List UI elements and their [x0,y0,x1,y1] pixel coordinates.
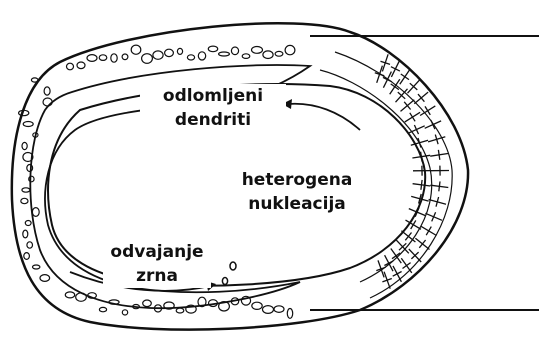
chill-grain [122,310,127,315]
dendrite-arm [419,240,425,248]
chill-grain [99,55,107,61]
chill-grain [263,51,273,59]
chill-grain [131,45,141,54]
chill-grain [165,49,174,56]
chill-grain [153,51,163,59]
chill-grain [99,307,106,311]
chill-grain [27,165,33,172]
chill-grain [231,47,238,55]
chill-grain [24,253,30,260]
detached-grains [222,262,236,285]
chill-grain [43,98,52,106]
chill-grain [31,78,38,82]
chill-grain [275,51,283,56]
chill-grain [274,306,284,313]
dendrite-arm [438,150,439,160]
chill-grain [187,55,194,60]
chill-grain [27,242,33,248]
chill-grain [25,221,31,226]
chill-grain [23,230,28,238]
chill-grain [219,52,230,56]
label-heterogeneous-nucleation-line1: heterogena [222,168,372,192]
columnar-dendrites [375,54,449,288]
chill-grain [252,47,263,54]
label-grain-detachment: odvajanje zrna [103,240,211,288]
chill-grain [252,302,262,309]
chill-grain [177,48,182,54]
chill-grain [176,308,184,313]
dendrite-arm [426,227,431,236]
dendrite-arm [421,180,422,190]
chill-grain [76,293,87,301]
dendrite-arm [393,272,402,277]
dendrite-arm [391,67,400,71]
chill-grain [21,198,28,203]
dendrite-arm [439,181,440,191]
dendrite-arm [403,263,411,269]
chill-grain [40,275,50,282]
chill-grain [142,54,153,64]
dendrite-arm [401,74,409,80]
label-grain-detachment-line2: zrna [107,264,207,288]
chill-grain [263,306,274,314]
chill-grain [22,142,27,149]
chill-grain [33,265,40,269]
chill-grain [285,45,295,54]
chill-grain [242,54,250,59]
label-heterogeneous-nucleation: heterogena nukleacija [218,168,376,216]
label-grain-detachment-line1: odvajanje [107,240,207,264]
chill-grain [32,208,39,217]
chill-grain [22,188,30,192]
chill-grain [87,55,97,62]
label-fragmented-dendrites-line2: dendriti [144,108,282,132]
dendrite-arm [405,233,411,241]
chill-grain [44,87,50,95]
label-fragmented-dendrites: odlomljeni dendriti [140,84,286,132]
label-heterogeneous-nucleation-line2: nukleacija [222,192,372,216]
chill-grain [287,309,292,319]
dendrite-flow-arrow [288,104,360,130]
chill-grain [198,52,205,60]
label-fragmented-dendrites-line1: odlomljeni [144,84,282,108]
chill-grain [143,300,152,307]
chill-grain [122,54,128,60]
dendrite-arm [421,152,423,162]
chill-grain [23,122,33,127]
chill-grain [67,63,74,70]
chill-grain [65,292,74,298]
dendrite-arm [410,113,415,122]
chill-grain [77,62,85,69]
chill-grain [208,46,217,52]
chill-grain [111,54,117,62]
